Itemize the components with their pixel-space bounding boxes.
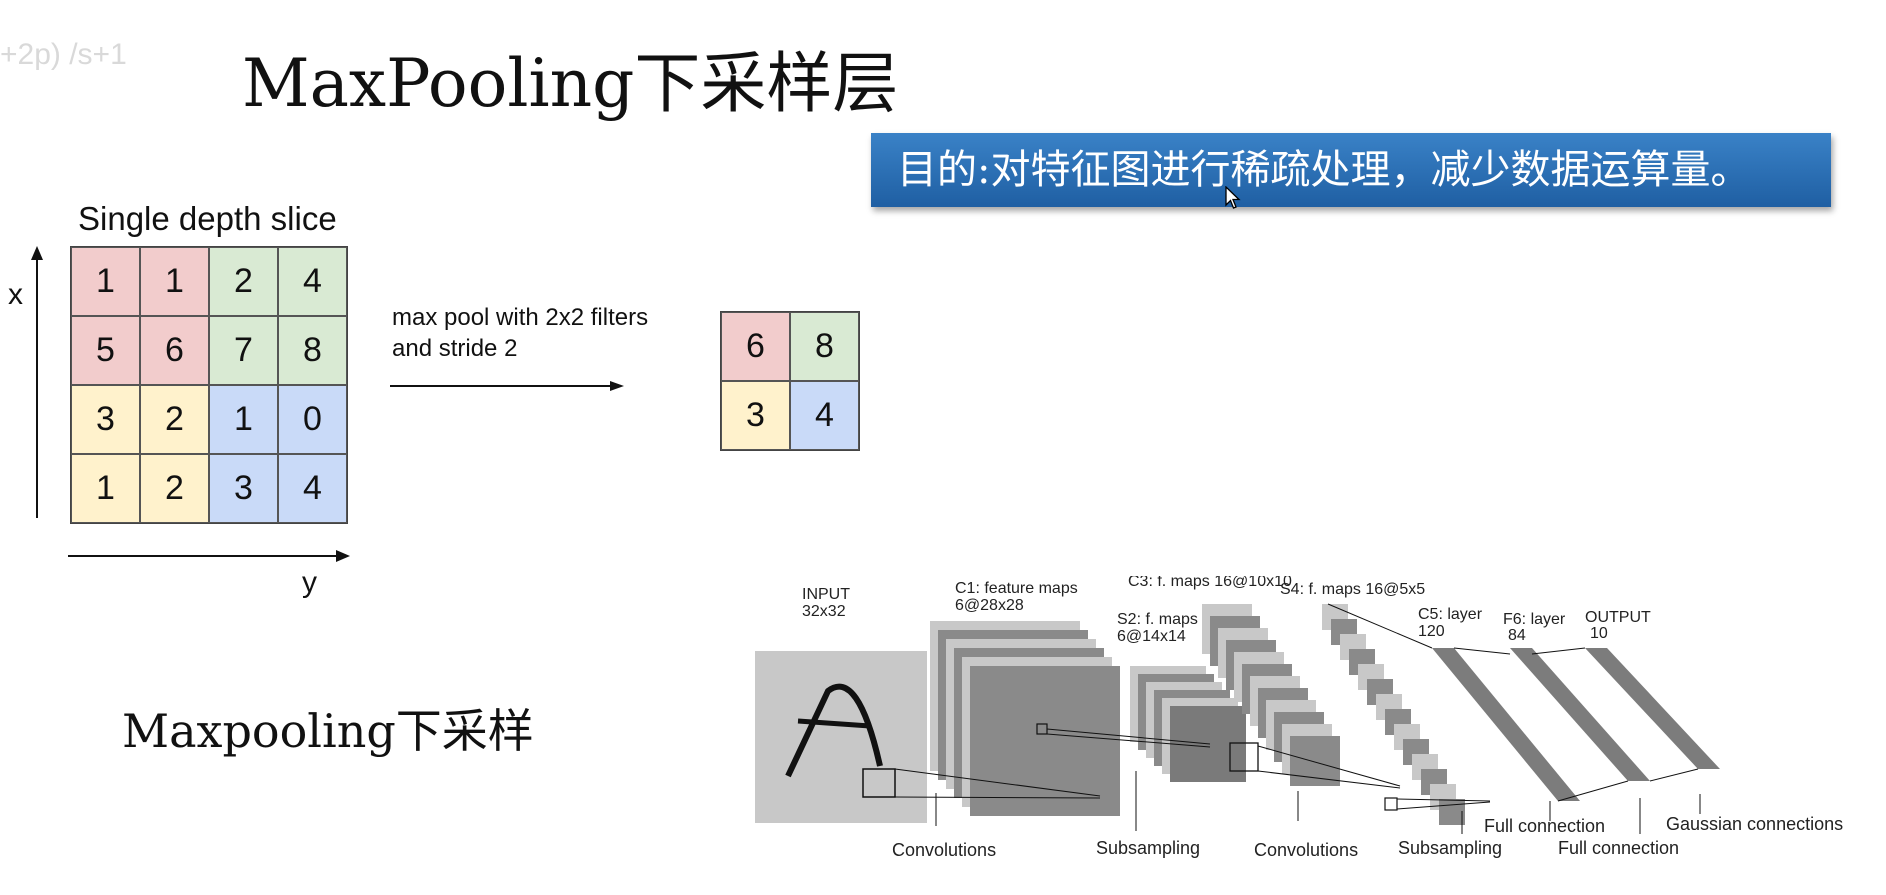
c1-feature-maps	[930, 621, 1120, 816]
input-cell: 2	[209, 247, 278, 316]
label-c1: C1: feature maps	[955, 580, 1078, 597]
c5-layer	[1432, 648, 1580, 801]
label-output: OUTPUT	[1585, 609, 1651, 626]
input-cell: 1	[140, 247, 209, 316]
output-cell: 4	[790, 381, 859, 450]
axis-x-label: x	[8, 278, 23, 311]
label-subsampling-2: Subsampling	[1398, 838, 1502, 858]
label-convolutions-1: Convolutions	[892, 840, 996, 860]
label-subsampling-1: Subsampling	[1096, 838, 1200, 858]
input-cell: 4	[278, 247, 347, 316]
c3-feature-maps	[1202, 604, 1340, 786]
pool-arrow	[390, 381, 624, 391]
input-cell: 1	[71, 454, 140, 523]
lenet-diagram: INPUT 32x32 C1: feature maps 6@28x28 C3:…	[755, 576, 1843, 860]
label-f6-size: 84	[1508, 627, 1526, 644]
label-c5: C5: layer	[1418, 606, 1483, 623]
pool-operation-line-1: max pool with 2x2 filters	[392, 304, 649, 331]
output-cell: 8	[790, 312, 859, 381]
corner-formula-fragment: +2p) /s+1	[0, 38, 127, 71]
output-layer	[1585, 648, 1720, 769]
label-full-connection-2: Full connection	[1558, 838, 1679, 858]
label-c5-size: 120	[1418, 623, 1445, 640]
s2-feature-maps	[1130, 666, 1246, 782]
purpose-banner: 目的:对特征图进行稀疏处理，减少数据运算量。	[871, 133, 1831, 207]
label-f6: F6: layer	[1503, 611, 1566, 628]
input-cell: 4	[278, 454, 347, 523]
depth-slice-title: Single depth slice	[78, 200, 337, 237]
input-cell: 3	[71, 385, 140, 454]
s4-feature-maps	[1322, 604, 1465, 825]
label-c3: C3: f. maps 16@10x10	[1128, 576, 1292, 590]
y-axis-arrowhead	[336, 550, 350, 562]
input-cell: 1	[71, 247, 140, 316]
axis-y-label: y	[302, 566, 317, 599]
pool-operation-line-2: and stride 2	[392, 335, 518, 362]
input-glyph	[785, 683, 883, 778]
input-cell: 2	[140, 454, 209, 523]
output-cell: 6	[721, 312, 790, 381]
input-cell: 1	[209, 385, 278, 454]
mouse-cursor-icon	[1225, 186, 1241, 209]
slide-title: MaxPooling下采样层	[242, 45, 899, 122]
label-input-size: 32x32	[802, 603, 846, 620]
label-c1-size: 6@28x28	[955, 597, 1024, 614]
label-full-connection-1: Full connection	[1484, 816, 1605, 836]
f6-layer	[1510, 648, 1650, 781]
output-cell: 3	[721, 381, 790, 450]
label-s2-size: 6@14x14	[1117, 628, 1186, 645]
label-input: INPUT	[802, 586, 850, 603]
input-cell: 7	[209, 316, 278, 385]
maxpooling-caption: Maxpooling下采样	[122, 704, 534, 758]
input-image	[755, 651, 927, 823]
input-cell: 0	[278, 385, 347, 454]
label-s4: S4: f. maps 16@5x5	[1280, 581, 1425, 598]
label-gaussian-connections: Gaussian connections	[1666, 814, 1843, 834]
label-convolutions-2: Convolutions	[1254, 840, 1358, 860]
label-output-size: 10	[1590, 625, 1608, 642]
input-cell: 6	[140, 316, 209, 385]
pool-operation-text: max pool with 2x2 filters and stride 2	[392, 302, 648, 364]
label-s2: S2: f. maps	[1117, 611, 1198, 628]
pooling-axes	[31, 246, 350, 562]
input-cell: 3	[209, 454, 278, 523]
input-cell: 5	[71, 316, 140, 385]
x-axis-arrowhead	[31, 246, 43, 260]
input-cell: 2	[140, 385, 209, 454]
input-cell: 8	[278, 316, 347, 385]
